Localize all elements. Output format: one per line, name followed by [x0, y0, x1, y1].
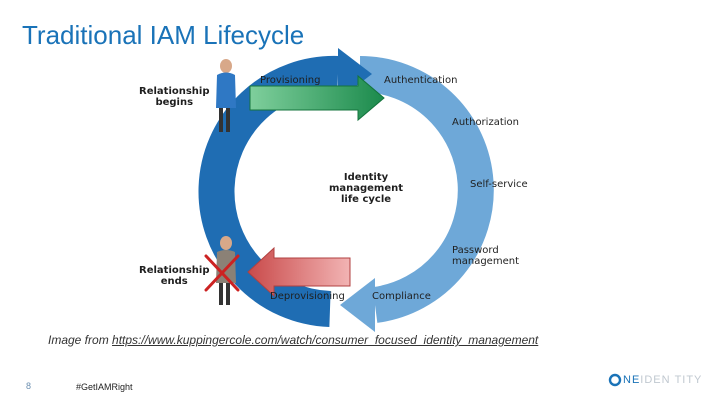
logo-word-identity-a: IDEN: [640, 374, 671, 386]
self-service-label: Self-service: [470, 179, 528, 190]
center-label: Identity management life cycle: [328, 172, 404, 205]
relationship-begins-label: Relationship begins: [139, 86, 210, 108]
password-management-label: Password management: [452, 245, 519, 267]
logo-ring-icon: [608, 373, 622, 387]
provisioning-label: Provisioning: [260, 75, 321, 86]
authentication-label: Authentication: [384, 75, 458, 86]
deprovisioning-arrow: [247, 246, 351, 298]
deprovisioning-label: Deprovisioning: [270, 291, 345, 302]
lifecycle-arc-light-arrowhead: [340, 278, 375, 332]
image-credit-caption: Image from https://www.kuppingercole.com…: [48, 333, 538, 347]
source-link[interactable]: https://www.kuppingercole.com/watch/cons…: [112, 333, 539, 347]
company-logo: NE IDEN TITY: [608, 373, 702, 387]
authorization-label: Authorization: [452, 117, 519, 128]
lifecycle-arc-light: [359, 56, 494, 323]
caption-prefix: Image from: [48, 333, 113, 347]
logo-word-identity-b: TITY: [674, 374, 703, 386]
slide-title: Traditional IAM Lifecycle: [22, 20, 305, 50]
provisioning-arrow: [249, 74, 385, 122]
hashtag-footer: #GetIAMRight: [76, 382, 133, 392]
lifecycle-arc-dark: [198, 55, 339, 327]
person-begins-icon: [216, 59, 236, 132]
relationship-ends-label: Relationship ends: [139, 265, 210, 287]
compliance-label: Compliance: [372, 291, 431, 302]
logo-word-one: NE: [623, 374, 641, 386]
x-mark-icon: [204, 254, 240, 292]
page-number: 8: [26, 381, 32, 391]
